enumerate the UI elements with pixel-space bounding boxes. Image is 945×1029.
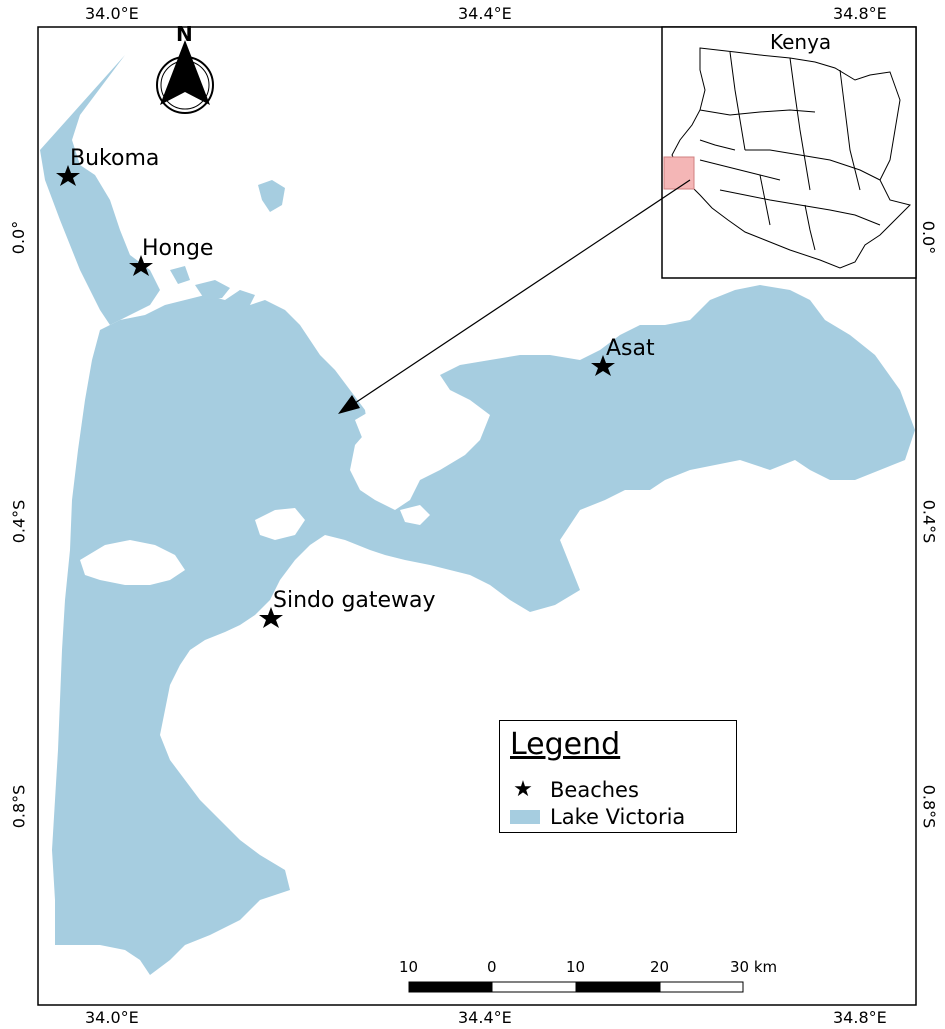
north-arrow-icon	[156, 40, 214, 114]
scale-label-2: 0	[487, 958, 497, 976]
legend-label-lake: Lake Victoria	[550, 805, 686, 829]
legend-item-lake: Lake Victoria	[510, 805, 685, 829]
arrow-head	[338, 395, 360, 414]
coord-top-2: 34.4°E	[458, 4, 512, 23]
beach-label-bukoma: Bukoma	[70, 146, 160, 171]
legend-item-beaches: ★ Beaches	[510, 777, 639, 802]
coord-bottom-2: 34.4°E	[458, 1008, 512, 1027]
legend-title: Legend	[510, 727, 621, 762]
coord-left-1: 0.0°	[9, 220, 29, 255]
lake-islands	[80, 410, 430, 585]
coord-right-3: 0.8°S	[919, 784, 939, 829]
lake-swatch	[510, 810, 540, 824]
beach-label-asat: Asat	[606, 336, 655, 361]
star-icon: ★	[513, 777, 533, 802]
scale-bar	[408, 981, 744, 993]
coord-top-1: 34.0°E	[85, 4, 139, 23]
scale-label-3: 10	[566, 958, 586, 976]
beach-marker-asat	[591, 355, 615, 376]
coord-top-3: 34.8°E	[833, 4, 887, 23]
scale-label-5: 30 km	[730, 958, 778, 976]
scale-label-1: 10	[399, 958, 419, 976]
scale-label-4: 20	[650, 958, 670, 976]
beach-label-sindo: Sindo gateway	[273, 588, 436, 613]
legend: Legend ★ Beaches Lake Victoria	[499, 720, 737, 833]
beach-markers	[56, 165, 615, 628]
inset-highlight	[663, 156, 695, 190]
beach-marker-bukoma	[56, 165, 80, 186]
coord-right-1: 0.0°	[919, 220, 939, 255]
inset-title: Kenya	[770, 30, 832, 54]
kenya-outline	[671, 47, 911, 269]
legend-label-beaches: Beaches	[550, 777, 639, 802]
coord-left-2: 0.4°S	[9, 499, 29, 544]
coord-left-3: 0.8°S	[9, 784, 29, 829]
beach-marker-honge	[129, 255, 153, 276]
north-label: N	[176, 22, 193, 46]
coord-bottom-3: 34.8°E	[833, 1008, 887, 1027]
locator-arrow	[351, 179, 691, 406]
beach-label-honge: Honge	[142, 236, 214, 261]
beach-marker-sindo	[259, 607, 283, 628]
lake-victoria	[40, 55, 915, 975]
coord-right-2: 0.4°S	[919, 499, 939, 544]
coord-bottom-1: 34.0°E	[85, 1008, 139, 1027]
